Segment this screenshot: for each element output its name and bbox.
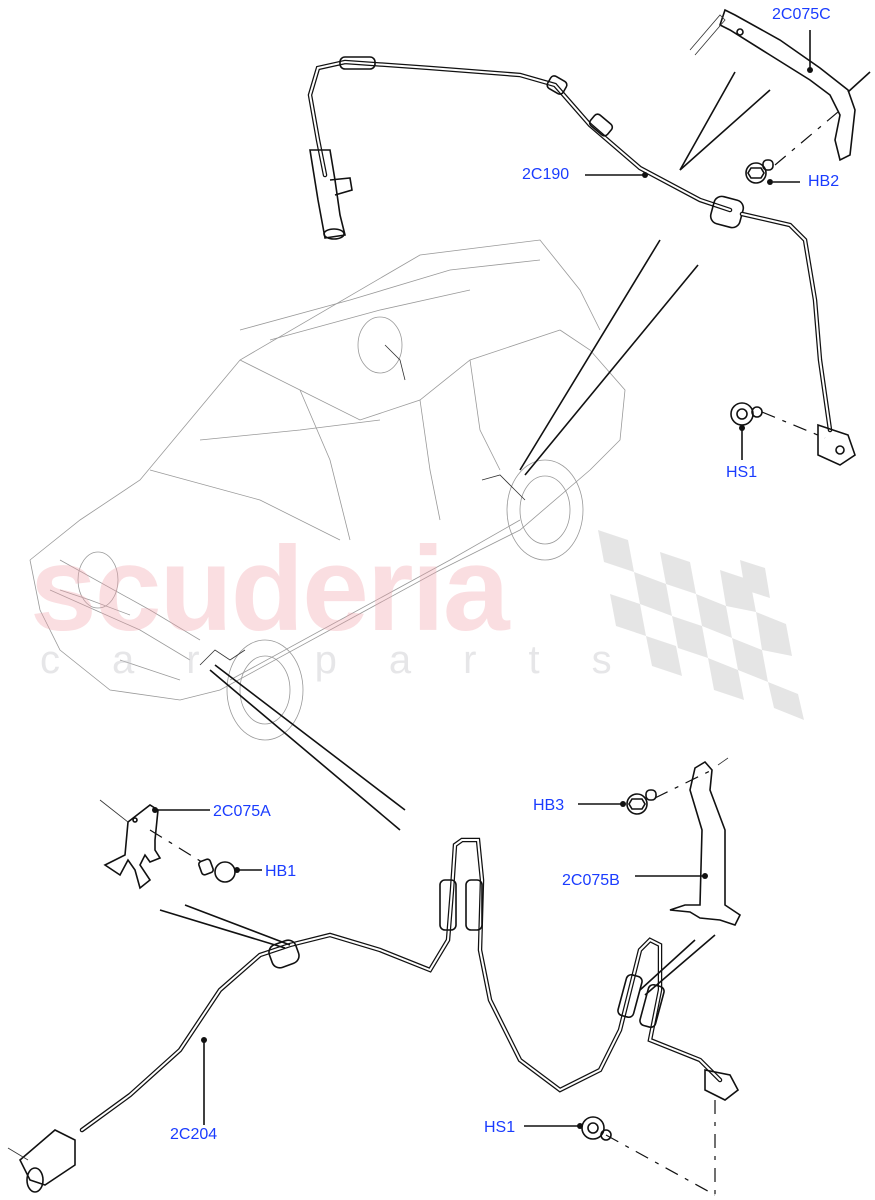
bracket-2C075A[interactable] [99, 799, 162, 890]
rear-left-sensor-cable-on-car [384, 344, 406, 381]
callout-HB2[interactable]: HB2 [808, 173, 840, 190]
callout-HS1-bottom[interactable]: HS1 [484, 1119, 516, 1136]
bracket-2C075B[interactable] [669, 757, 742, 926]
callout-2C075C[interactable]: 2C075C [772, 6, 831, 23]
bolt-HB3[interactable] [626, 789, 657, 815]
callout-HB1[interactable]: HB1 [265, 863, 297, 880]
screw-HS1-bottom[interactable] [581, 1116, 612, 1141]
leader-lines-top [519, 30, 871, 476]
watermark-brand: scuderia [30, 522, 510, 656]
front-abs-sensor-2C204[interactable] [7, 837, 740, 1193]
vehicle-outline [29, 239, 626, 741]
callout-HS1-top[interactable]: HS1 [726, 464, 758, 481]
bolt-HB1[interactable] [198, 858, 236, 883]
bolt-HB2[interactable] [745, 159, 774, 184]
screw-HS1-top[interactable] [730, 402, 763, 426]
leader-lines-bottom [149, 664, 716, 1196]
callout-2C075B[interactable]: 2C075B [562, 872, 620, 889]
callout-2C075A[interactable]: 2C075A [213, 803, 271, 820]
bracket-2C075C[interactable] [689, 8, 856, 162]
rear-abs-sensor-2C190[interactable] [307, 56, 856, 466]
watermark-tagline: car parts [40, 638, 664, 682]
callout-HB3[interactable]: HB3 [533, 797, 565, 814]
callout-2C204[interactable]: 2C204 [170, 1126, 218, 1143]
rear-sensor-cable-on-car [481, 474, 526, 501]
front-sensor-cable-on-car [199, 649, 246, 666]
checkered-flag-watermark [598, 530, 804, 720]
callout-2C190[interactable]: 2C190 [522, 166, 570, 183]
